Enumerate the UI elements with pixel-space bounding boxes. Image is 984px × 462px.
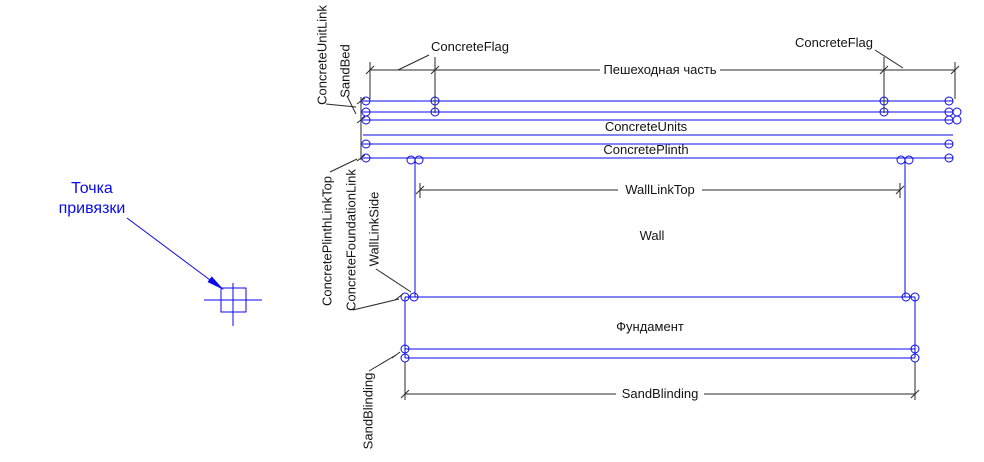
- anchor-point-annotation: Точка привязки: [59, 180, 262, 326]
- label-wall-link-top: WallLinkTop: [625, 182, 695, 197]
- anchor-arrowhead-icon: [207, 276, 224, 290]
- label-concrete-units: ConcreteUnits: [605, 119, 688, 134]
- label-concrete-flag-right: ConcreteFlag: [795, 35, 873, 50]
- dimension-tick-marks: [356, 65, 960, 399]
- leader-lines: [325, 49, 904, 372]
- labels: ConcreteFlag ConcreteFlag Пешеходная час…: [314, 5, 873, 450]
- label-concrete-unit-link: ConcreteUnitLink: [314, 5, 329, 105]
- label-concrete-flag-left: ConcreteFlag: [431, 39, 509, 54]
- label-concrete-plinth-link-top: ConcretePlinthLinkTop: [319, 176, 334, 306]
- label-sand-blinding-bottom: SandBlinding: [622, 386, 699, 401]
- label-sand-bed: SandBed: [337, 44, 352, 98]
- anchor-point-label-line2: привязки: [59, 200, 126, 217]
- label-foundation: Фундамент: [616, 319, 684, 334]
- dimension-lines: [370, 69, 955, 395]
- foundation-lines: [404, 296, 916, 359]
- label-concrete-foundation-link: ConcreteFoundationLink: [343, 169, 358, 311]
- anchor-point-label-line1: Точка: [71, 180, 113, 197]
- label-wall-link-side: WallLinkSide: [366, 192, 381, 267]
- insertion-point-symbol: [204, 283, 262, 326]
- label-sand-blinding-left: SandBlinding: [360, 373, 375, 450]
- wall-lines: [414, 158, 906, 297]
- anchor-leader-line: [126, 217, 211, 281]
- label-pedestrian-part: Пешеходная часть: [603, 62, 716, 77]
- layer-lines-band: [363, 100, 953, 159]
- label-concrete-plinth: ConcretePlinth: [603, 142, 688, 157]
- label-wall: Wall: [640, 228, 665, 243]
